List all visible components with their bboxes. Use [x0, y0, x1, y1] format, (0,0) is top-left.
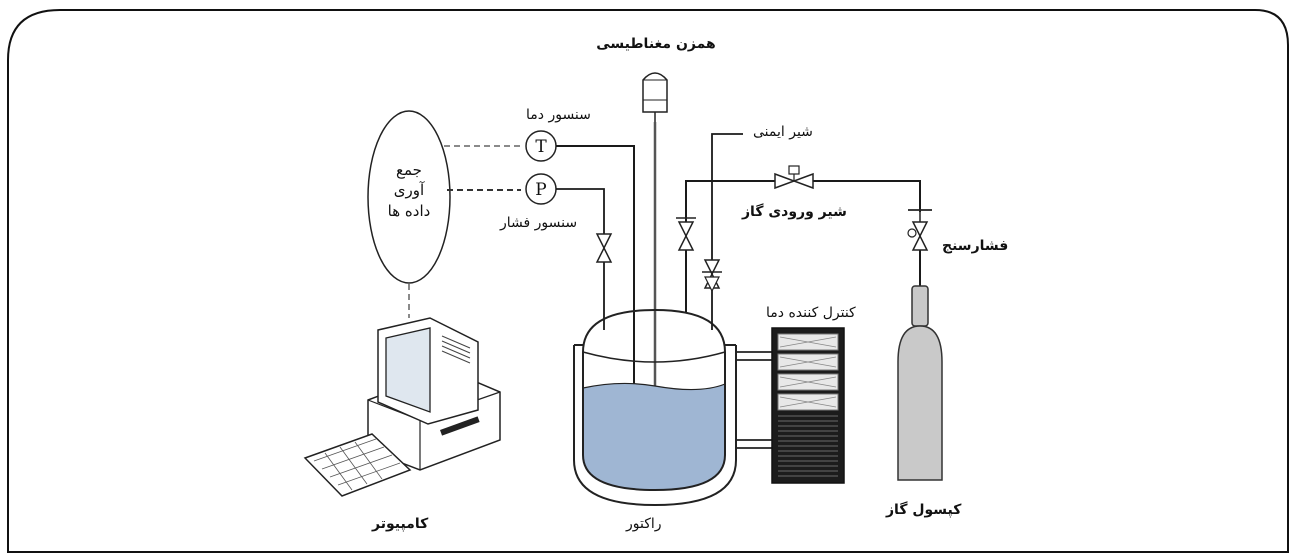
- pressure-gauge: [907, 209, 932, 251]
- outer-frame: [7, 9, 1289, 553]
- label-magnetic-stirrer: همزن مغناطیسی: [596, 36, 716, 52]
- gas-cylinder: [897, 285, 943, 481]
- label-data-acquisition: جمع آوری داده ها: [369, 160, 449, 221]
- safety-valve-line: [711, 133, 743, 330]
- inlet-downline-valve: [676, 217, 696, 251]
- label-gas-inlet-valve: شیر ورودی گاز: [742, 204, 847, 220]
- reactor-vessel: [573, 308, 737, 507]
- label-temp-sensor: سنسور دما: [526, 107, 591, 123]
- gas-inlet-valve: [774, 165, 814, 190]
- label-data-acquisition-line2: آوری: [393, 181, 425, 200]
- gas-supply-line: [813, 180, 921, 212]
- pressure-line-valve: [595, 233, 613, 263]
- label-safety-valve: شیر ایمنی: [753, 124, 813, 140]
- gas-inlet-line: [685, 180, 775, 312]
- label-computer: کامپیوتر: [372, 516, 429, 532]
- pressure-line: [556, 188, 605, 234]
- label-data-acquisition-line1: جمع: [396, 161, 422, 179]
- label-gas-cylinder: کپسول گاز: [886, 502, 962, 518]
- temperature-sensor: T: [525, 130, 557, 162]
- label-pressure-gauge: فشارسنج: [942, 238, 1009, 254]
- temperature-controller: [771, 327, 845, 484]
- data-acquisition-ellipse: [367, 110, 451, 284]
- safety-valve: [702, 259, 722, 293]
- temperature-probe-line: [556, 145, 635, 424]
- computer: [303, 317, 501, 497]
- label-pressure-sensor: سنسور فشار: [500, 215, 578, 231]
- pressure-symbol: P: [535, 180, 546, 200]
- label-reactor: راکتور: [626, 516, 662, 532]
- label-temp-controller: کنترل کننده دما: [766, 305, 856, 321]
- magnetic-stirrer: [642, 72, 668, 122]
- label-data-acquisition-line3: داده ها: [387, 201, 431, 220]
- pressure-sensor: P: [525, 173, 557, 205]
- temperature-symbol: T: [535, 137, 547, 157]
